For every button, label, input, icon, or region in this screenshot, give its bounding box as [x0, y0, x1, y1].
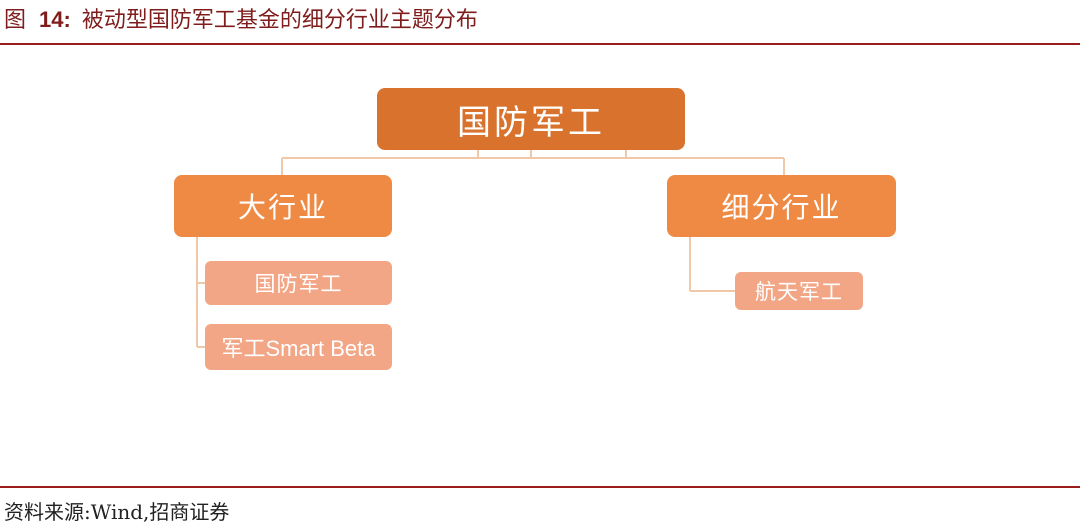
source-note: 资料来源:Wind,招商证券 — [4, 500, 230, 524]
figure-label: 图 — [4, 8, 27, 33]
figure-title-text: 被动型国防军工基金的细分行业主题分布 — [81, 8, 478, 33]
figure-number: 14: — [39, 7, 71, 32]
header-divider — [0, 43, 1080, 45]
leaf-node-defense: 国防军工 — [205, 261, 392, 305]
footer-divider — [0, 486, 1080, 488]
root-node: 国防军工 — [377, 88, 685, 150]
figure-header: 图 14: 被动型国防军工基金的细分行业主题分布 — [0, 0, 1080, 44]
branch-node-industry: 大行业 — [174, 175, 392, 237]
leaf-node-smart-beta: 军工Smart Beta — [205, 324, 392, 370]
figure-title: 图 14: 被动型国防军工基金的细分行业主题分布 — [4, 4, 478, 36]
branch-node-sub-industry: 细分行业 — [667, 175, 896, 237]
leaf-node-aerospace: 航天军工 — [735, 272, 863, 310]
